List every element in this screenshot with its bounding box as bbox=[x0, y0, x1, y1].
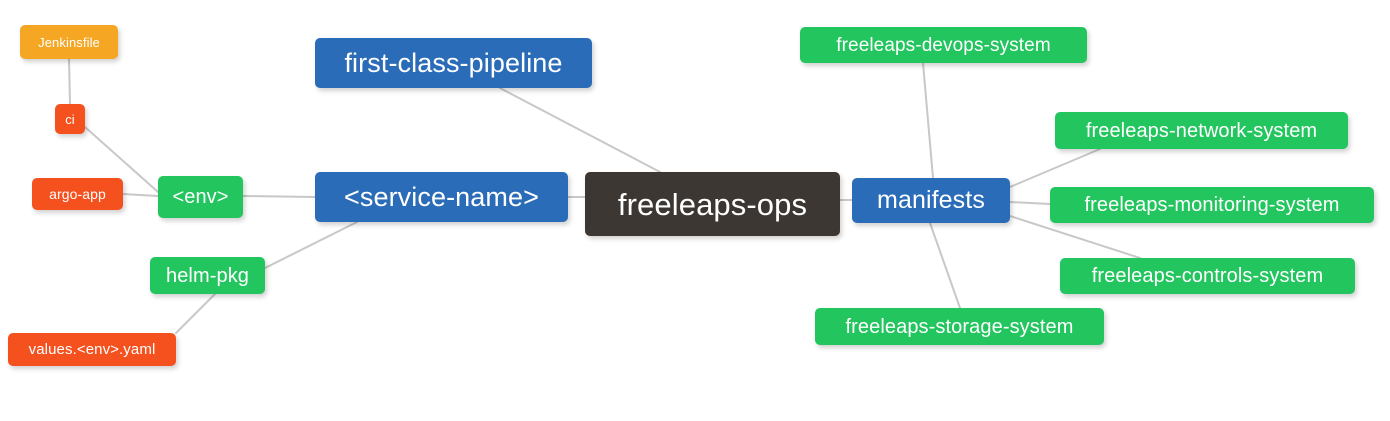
node-freeleaps-ops[interactable]: freeleaps-ops bbox=[585, 172, 840, 236]
node-argo-app[interactable]: argo-app bbox=[32, 178, 123, 210]
node-label-values-yaml: values.<env>.yaml bbox=[28, 341, 156, 358]
node-values-yaml[interactable]: values.<env>.yaml bbox=[8, 333, 176, 366]
edge-argo-app-to-env bbox=[122, 193, 159, 197]
edge-manifests-to-freeleaps-network-system bbox=[1009, 148, 1101, 188]
node-freeleaps-network-system[interactable]: freeleaps-network-system bbox=[1055, 112, 1348, 149]
node-jenkinsfile[interactable]: Jenkinsfile bbox=[20, 25, 118, 59]
node-label-helm-pkg: helm-pkg bbox=[165, 264, 250, 287]
edge-manifests-to-freeleaps-storage-system bbox=[929, 222, 961, 309]
node-label-manifests: manifests bbox=[877, 186, 985, 214]
node-label-freeleaps-storage-system: freeleaps-storage-system bbox=[845, 315, 1074, 338]
edge-manifests-to-freeleaps-monitoring-system bbox=[1009, 201, 1051, 205]
node-ci[interactable]: ci bbox=[55, 104, 85, 134]
node-helm-pkg[interactable]: helm-pkg bbox=[150, 257, 265, 294]
node-label-argo-app: argo-app bbox=[49, 186, 106, 202]
node-label-service-name: <service-name> bbox=[344, 181, 539, 212]
node-label-freeleaps-controls-system: freeleaps-controls-system bbox=[1091, 265, 1324, 287]
node-freeleaps-storage-system[interactable]: freeleaps-storage-system bbox=[815, 308, 1104, 345]
edge-jenkinsfile-to-ci bbox=[68, 58, 71, 105]
edge-helm-pkg-to-service-name bbox=[264, 221, 358, 269]
edge-manifests-to-freeleaps-devops-system bbox=[922, 62, 934, 179]
node-first-class-pipeline[interactable]: first-class-pipeline bbox=[315, 38, 592, 88]
node-service-name[interactable]: <service-name> bbox=[315, 172, 568, 222]
node-label-freeleaps-network-system: freeleaps-network-system bbox=[1085, 119, 1318, 142]
node-manifests[interactable]: manifests bbox=[852, 178, 1010, 223]
node-env[interactable]: <env> bbox=[158, 176, 243, 218]
edge-values-yaml-to-helm-pkg bbox=[175, 293, 216, 334]
node-freeleaps-controls-system[interactable]: freeleaps-controls-system bbox=[1060, 258, 1355, 294]
node-label-freeleaps-ops: freeleaps-ops bbox=[617, 186, 808, 222]
node-label-freeleaps-devops-system: freeleaps-devops-system bbox=[836, 34, 1051, 56]
node-label-freeleaps-monitoring-system: freeleaps-monitoring-system bbox=[1084, 194, 1340, 216]
edge-first-class-pipeline-to-freeleaps-ops bbox=[499, 87, 661, 173]
node-freeleaps-monitoring-system[interactable]: freeleaps-monitoring-system bbox=[1050, 187, 1374, 223]
node-label-first-class-pipeline: first-class-pipeline bbox=[344, 47, 563, 78]
node-label-jenkinsfile: Jenkinsfile bbox=[38, 34, 100, 50]
node-freeleaps-devops-system[interactable]: freeleaps-devops-system bbox=[800, 27, 1087, 63]
node-label-ci: ci bbox=[65, 111, 75, 127]
node-label-env: <env> bbox=[172, 186, 229, 208]
edge-env-to-service-name bbox=[242, 195, 316, 198]
